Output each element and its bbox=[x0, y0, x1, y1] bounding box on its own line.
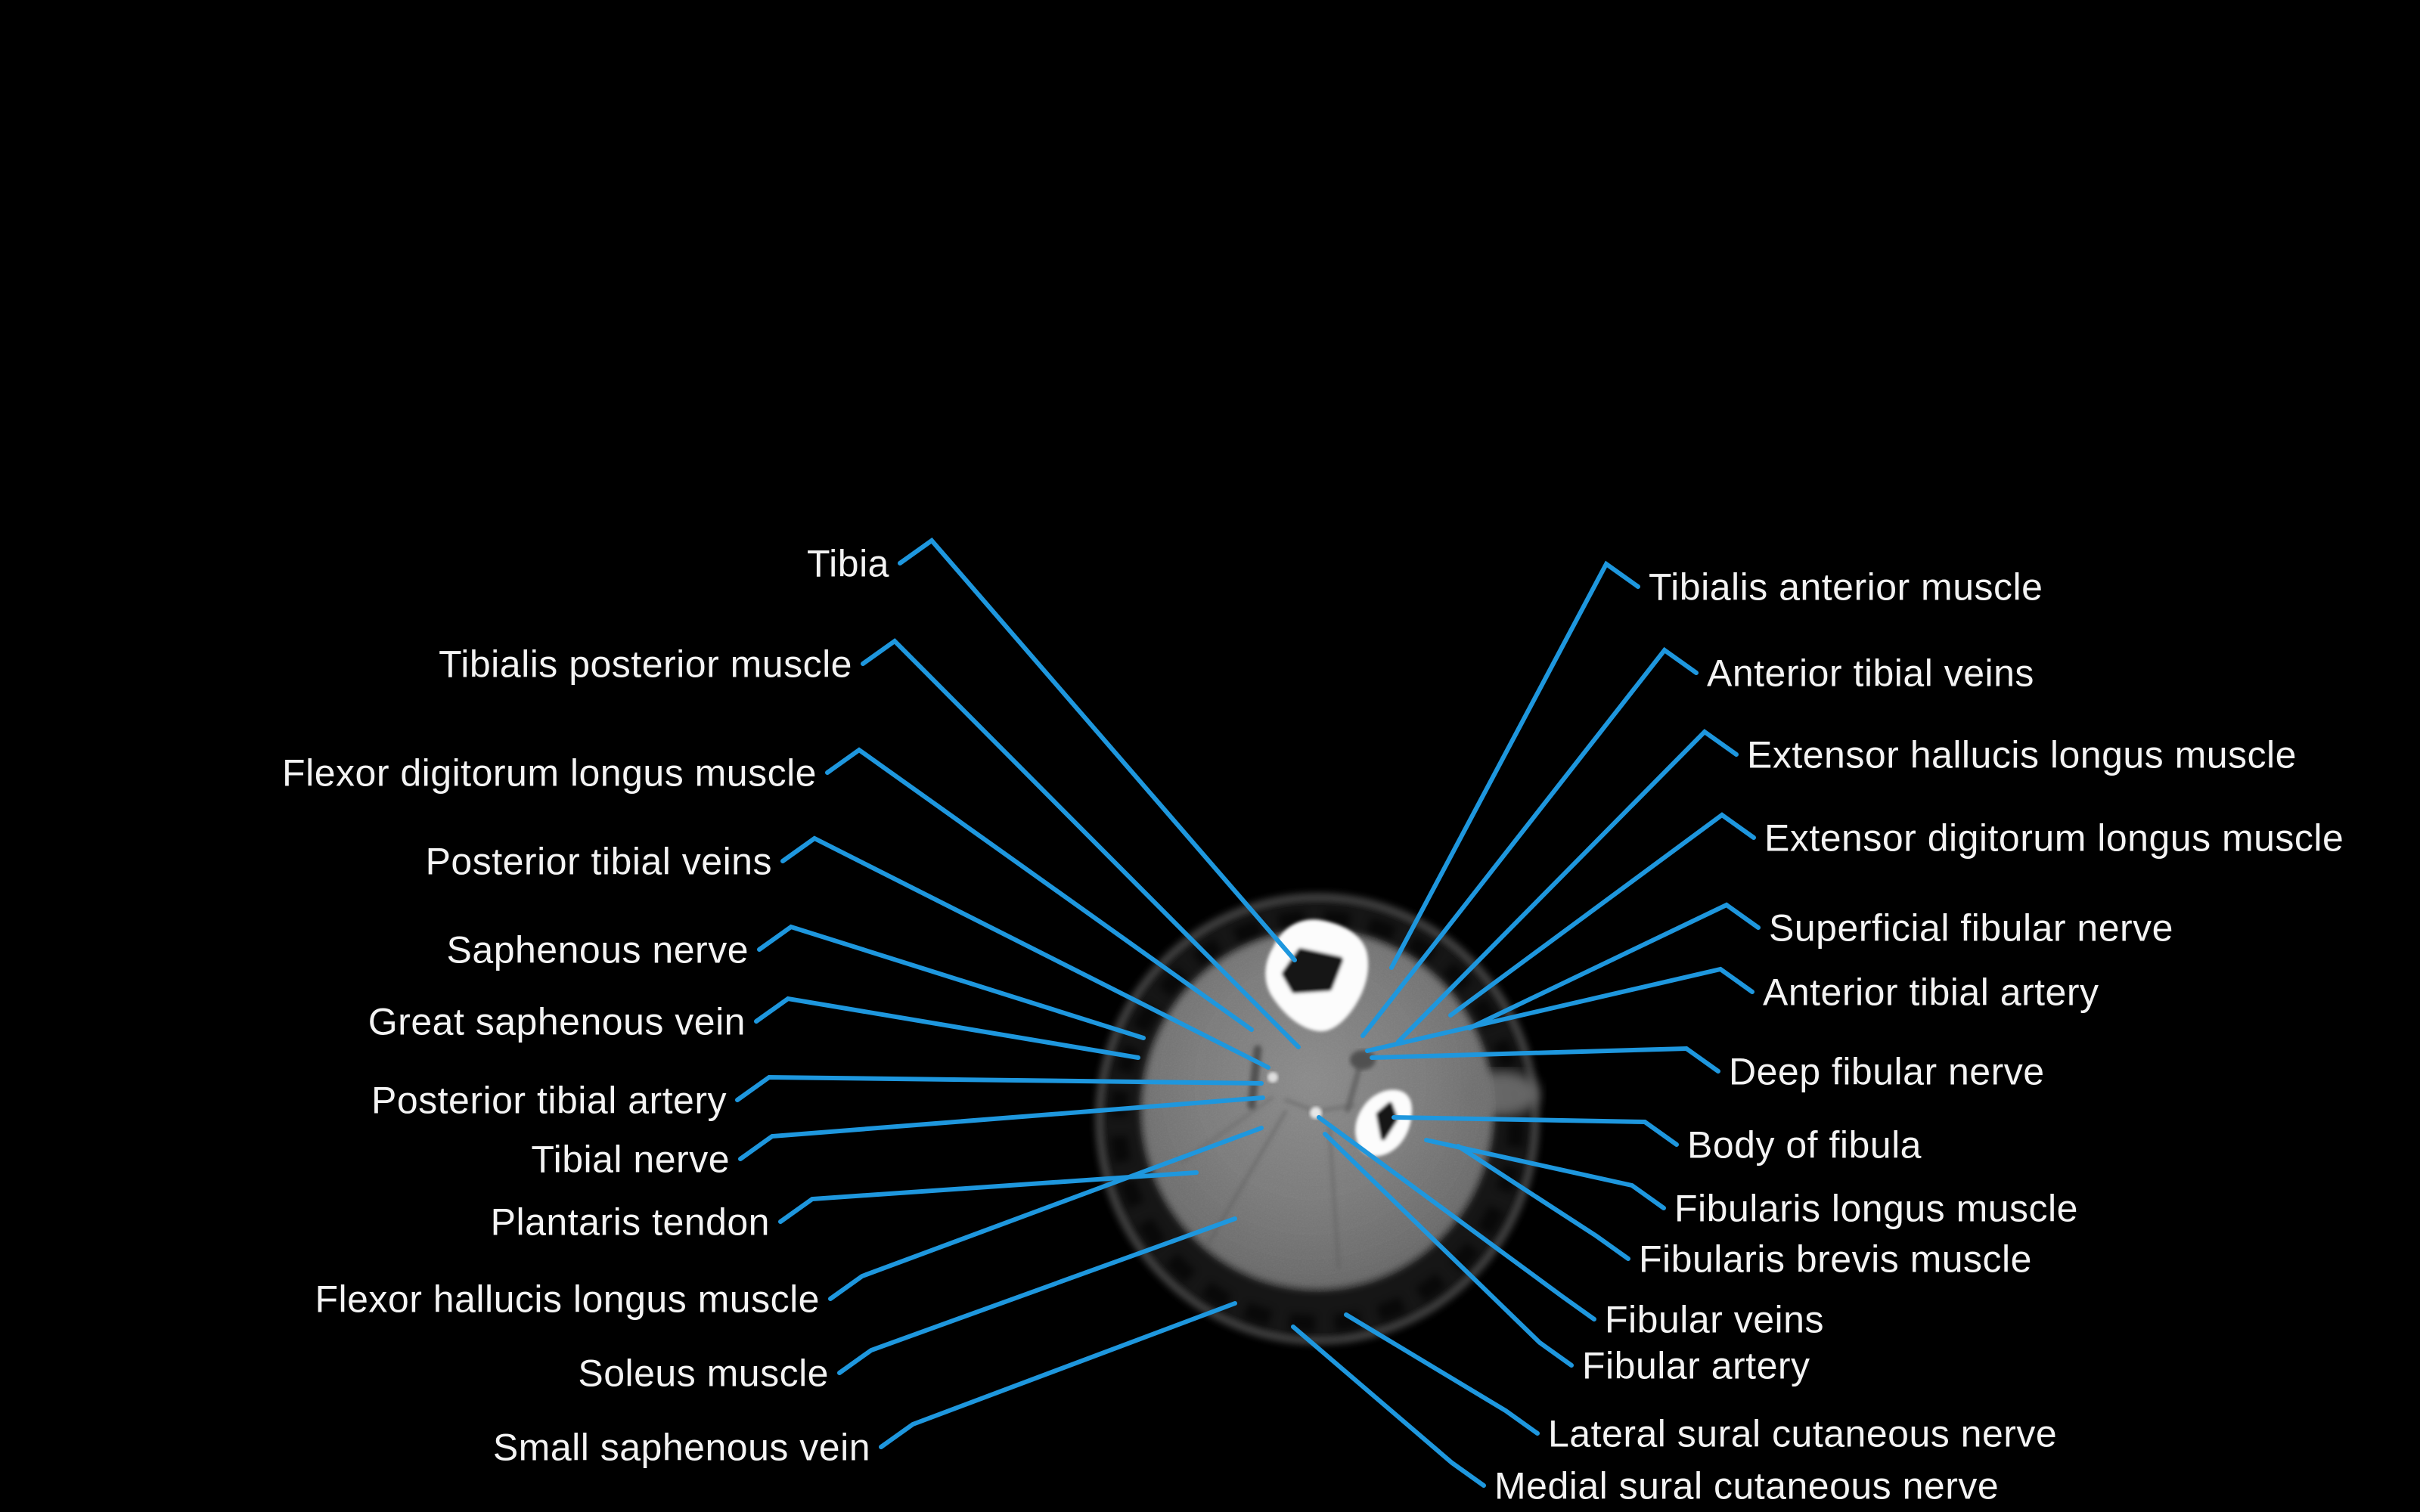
tibia-medullary-cavity bbox=[1282, 948, 1343, 993]
leader-fibularis-brevis-muscle bbox=[1456, 1144, 1630, 1261]
label-tibialis-posterior-muscle: Tibialis posterior muscle bbox=[439, 643, 852, 686]
interosseous-shadow bbox=[1350, 1050, 1376, 1070]
leader-superficial-fibular-nerve bbox=[1467, 902, 1761, 1030]
leader-extensor-hallucis-longus-muscle bbox=[1396, 729, 1739, 1044]
tibia-bone bbox=[1265, 919, 1369, 1032]
leader-tibial-nerve bbox=[738, 1095, 1265, 1161]
label-anterior-tibial-artery: Anterior tibial artery bbox=[1763, 971, 2099, 1014]
leader-deep-fibular-nerve bbox=[1370, 1046, 1720, 1074]
leader-anterior-tibial-artery bbox=[1365, 966, 1754, 1053]
leader-posterior-tibial-artery bbox=[735, 1074, 1264, 1102]
label-anterior-tibial-veins: Anterior tibial veins bbox=[1707, 652, 2034, 695]
label-fibular-veins: Fibular veins bbox=[1605, 1298, 1824, 1341]
label-medial-sural-cutaneous-nerve: Medial sural cutaneous nerve bbox=[1494, 1464, 2000, 1507]
label-fibularis-longus-muscle: Fibularis longus muscle bbox=[1674, 1187, 2078, 1230]
label-body-of-fibula: Body of fibula bbox=[1687, 1123, 1922, 1167]
label-extensor-digitorum-longus-muscle: Extensor digitorum longus muscle bbox=[1764, 816, 2344, 860]
leader-body-of-fibula bbox=[1392, 1115, 1679, 1147]
leader-lines bbox=[735, 537, 1761, 1488]
label-fibular-artery: Fibular artery bbox=[1582, 1344, 1810, 1387]
label-plantaris-tendon: Plantaris tendon bbox=[490, 1201, 770, 1244]
leader-fibular-veins bbox=[1317, 1115, 1596, 1321]
leader-posterior-tibial-veins bbox=[780, 835, 1270, 1070]
label-lateral-sural-cutaneous-nerve: Lateral sural cutaneous nerve bbox=[1548, 1412, 2058, 1455]
label-tibial-nerve: Tibial nerve bbox=[531, 1138, 730, 1181]
label-small-saphenous-vein: Small saphenous vein bbox=[492, 1426, 870, 1469]
leader-lateral-sural-cutaneous-nerve bbox=[1344, 1312, 1540, 1436]
posterior-tibial-vessel-dot bbox=[1267, 1072, 1278, 1083]
leader-great-saphenous-vein bbox=[754, 996, 1140, 1060]
label-fibularis-brevis-muscle: Fibularis brevis muscle bbox=[1639, 1238, 2032, 1281]
leader-anterior-tibial-veins bbox=[1360, 646, 1699, 1038]
label-extensor-hallucis-longus-muscle: Extensor hallucis longus muscle bbox=[1747, 733, 2297, 776]
label-saphenous-nerve: Saphenous nerve bbox=[446, 928, 749, 971]
leader-flexor-digitorum-longus-muscle bbox=[825, 747, 1254, 1032]
leader-soleus-muscle bbox=[837, 1216, 1237, 1375]
label-flexor-digitorum-longus-muscle: Flexor digitorum longus muscle bbox=[282, 751, 817, 795]
leader-tibia bbox=[898, 537, 1297, 962]
label-posterior-tibial-veins: Posterior tibial veins bbox=[425, 840, 772, 883]
leader-medial-sural-cutaneous-nerve bbox=[1291, 1325, 1486, 1488]
leader-saphenous-nerve bbox=[757, 924, 1146, 1040]
label-tibia: Tibia bbox=[806, 542, 889, 585]
leader-flexor-hallucis-longus-muscle bbox=[828, 1126, 1264, 1301]
leader-tibialis-posterior-muscle bbox=[861, 638, 1301, 1049]
label-great-saphenous-vein: Great saphenous vein bbox=[368, 1000, 746, 1043]
leader-small-saphenous-vein bbox=[879, 1301, 1237, 1449]
leader-plantaris-tendon bbox=[778, 1170, 1199, 1224]
leader-fibularis-longus-muscle bbox=[1424, 1138, 1666, 1210]
label-posterior-tibial-artery: Posterior tibial artery bbox=[371, 1079, 727, 1122]
label-flexor-hallucis-longus-muscle: Flexor hallucis longus muscle bbox=[315, 1278, 820, 1321]
label-soleus-muscle: Soleus muscle bbox=[578, 1352, 829, 1395]
label-tibialis-anterior-muscle: Tibialis anterior muscle bbox=[1649, 565, 2043, 609]
label-superficial-fibular-nerve: Superficial fibular nerve bbox=[1769, 906, 2173, 950]
leader-fibular-artery bbox=[1323, 1132, 1574, 1368]
leader-tibialis-anterior-muscle bbox=[1389, 560, 1640, 970]
leader-extensor-digitorum-longus-muscle bbox=[1448, 812, 1756, 1018]
label-deep-fibular-nerve: Deep fibular nerve bbox=[1729, 1050, 2045, 1093]
